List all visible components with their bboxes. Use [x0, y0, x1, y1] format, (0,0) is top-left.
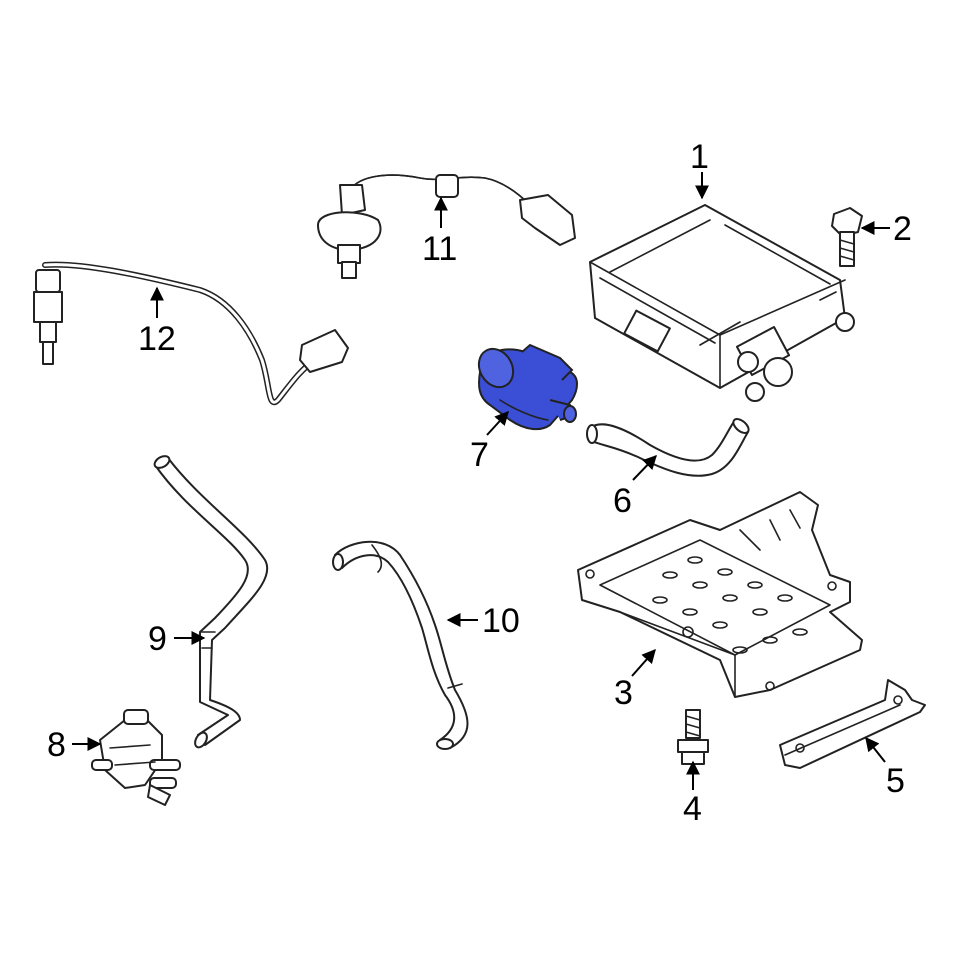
callout-6: 6: [613, 482, 632, 520]
callout-1: 1: [690, 138, 709, 176]
rear-oxygen-sensor: [317, 174, 576, 279]
support-plate: [779, 679, 926, 769]
front-oxygen-sensor: [33, 261, 349, 406]
callout-leaders: [72, 172, 890, 790]
callout-8: 8: [47, 726, 66, 764]
callout-12: 12: [138, 320, 176, 358]
bracket-bolt: [677, 709, 709, 765]
callout-7: 7: [470, 436, 489, 474]
mounting-bracket: [577, 491, 863, 698]
callout-11: 11: [422, 230, 457, 268]
vent-filter: [477, 343, 578, 431]
purge-valve: [91, 709, 181, 806]
canister-hose: [586, 418, 750, 477]
callout-4: 4: [683, 790, 702, 828]
callout-3: 3: [614, 674, 633, 712]
callout-9: 9: [148, 620, 167, 658]
purge-hose: [332, 540, 469, 750]
bracket-slots: [652, 556, 808, 654]
canister-bolt: [831, 207, 863, 267]
callout-2: 2: [893, 210, 912, 248]
callout-labels: 1 2 3 4 5 6 7 8 9 10 11 12: [47, 138, 912, 828]
vapor-canister: [589, 204, 855, 402]
callout-5: 5: [886, 762, 905, 800]
vapor-hose: [153, 455, 269, 749]
callout-10: 10: [482, 602, 520, 640]
